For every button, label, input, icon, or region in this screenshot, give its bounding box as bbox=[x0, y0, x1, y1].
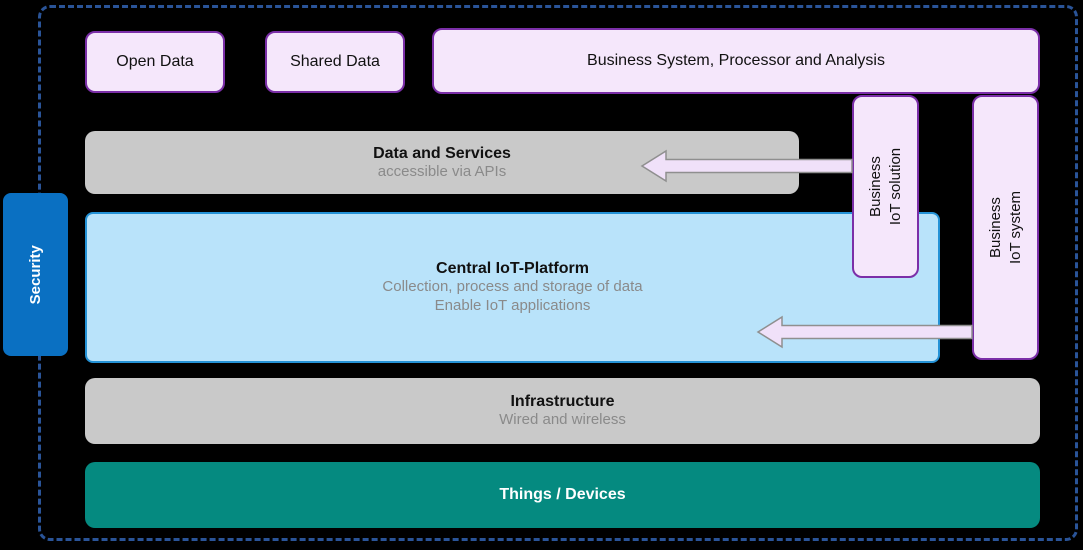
business-iot-system-label-rotated: Business IoT system bbox=[986, 191, 1025, 264]
business-iot-system-line1: Business bbox=[987, 197, 1005, 258]
central-iot-platform-layer: Central IoT-Platform Collection, process… bbox=[85, 212, 940, 363]
business-system-box: Business System, Processor and Analysis bbox=[432, 28, 1040, 94]
data-services-subtitle: accessible via APIs bbox=[377, 162, 507, 180]
security-bar: Security bbox=[3, 193, 68, 356]
things-devices-layer: Things / Devices bbox=[85, 462, 1040, 528]
business-iot-solution-line2: IoT solution bbox=[886, 147, 904, 226]
security-label: Security bbox=[26, 244, 44, 305]
business-iot-system-box: Business IoT system bbox=[972, 95, 1039, 360]
business-system-label: Business System, Processor and Analysis bbox=[587, 52, 885, 69]
infrastructure-layer: Infrastructure Wired and wireless bbox=[85, 378, 1040, 444]
shared-data-label: Shared Data bbox=[290, 53, 380, 70]
central-platform-title: Central IoT-Platform bbox=[436, 260, 589, 278]
security-label-rotated: Security bbox=[26, 245, 46, 304]
data-services-title: Data and Services bbox=[373, 144, 511, 162]
central-platform-subtitle-1: Collection, process and storage of data bbox=[382, 278, 643, 296]
business-iot-solution-line1: Business bbox=[867, 156, 884, 217]
things-devices-title: Things / Devices bbox=[499, 486, 626, 504]
infrastructure-title: Infrastructure bbox=[510, 393, 615, 411]
infrastructure-subtitle: Wired and wireless bbox=[499, 411, 626, 429]
data-services-layer: Data and Services accessible via APIs bbox=[85, 131, 799, 194]
open-data-box: Open Data bbox=[85, 31, 225, 93]
central-platform-subtitle-2: Enable IoT applications bbox=[434, 297, 591, 315]
business-iot-solution-box: Business IoT solution bbox=[852, 95, 919, 278]
shared-data-box: Shared Data bbox=[265, 31, 405, 93]
business-iot-solution-label-rotated: Business IoT solution bbox=[866, 148, 905, 225]
business-iot-system-line2: IoT system bbox=[1006, 190, 1024, 265]
open-data-label: Open Data bbox=[116, 53, 194, 70]
